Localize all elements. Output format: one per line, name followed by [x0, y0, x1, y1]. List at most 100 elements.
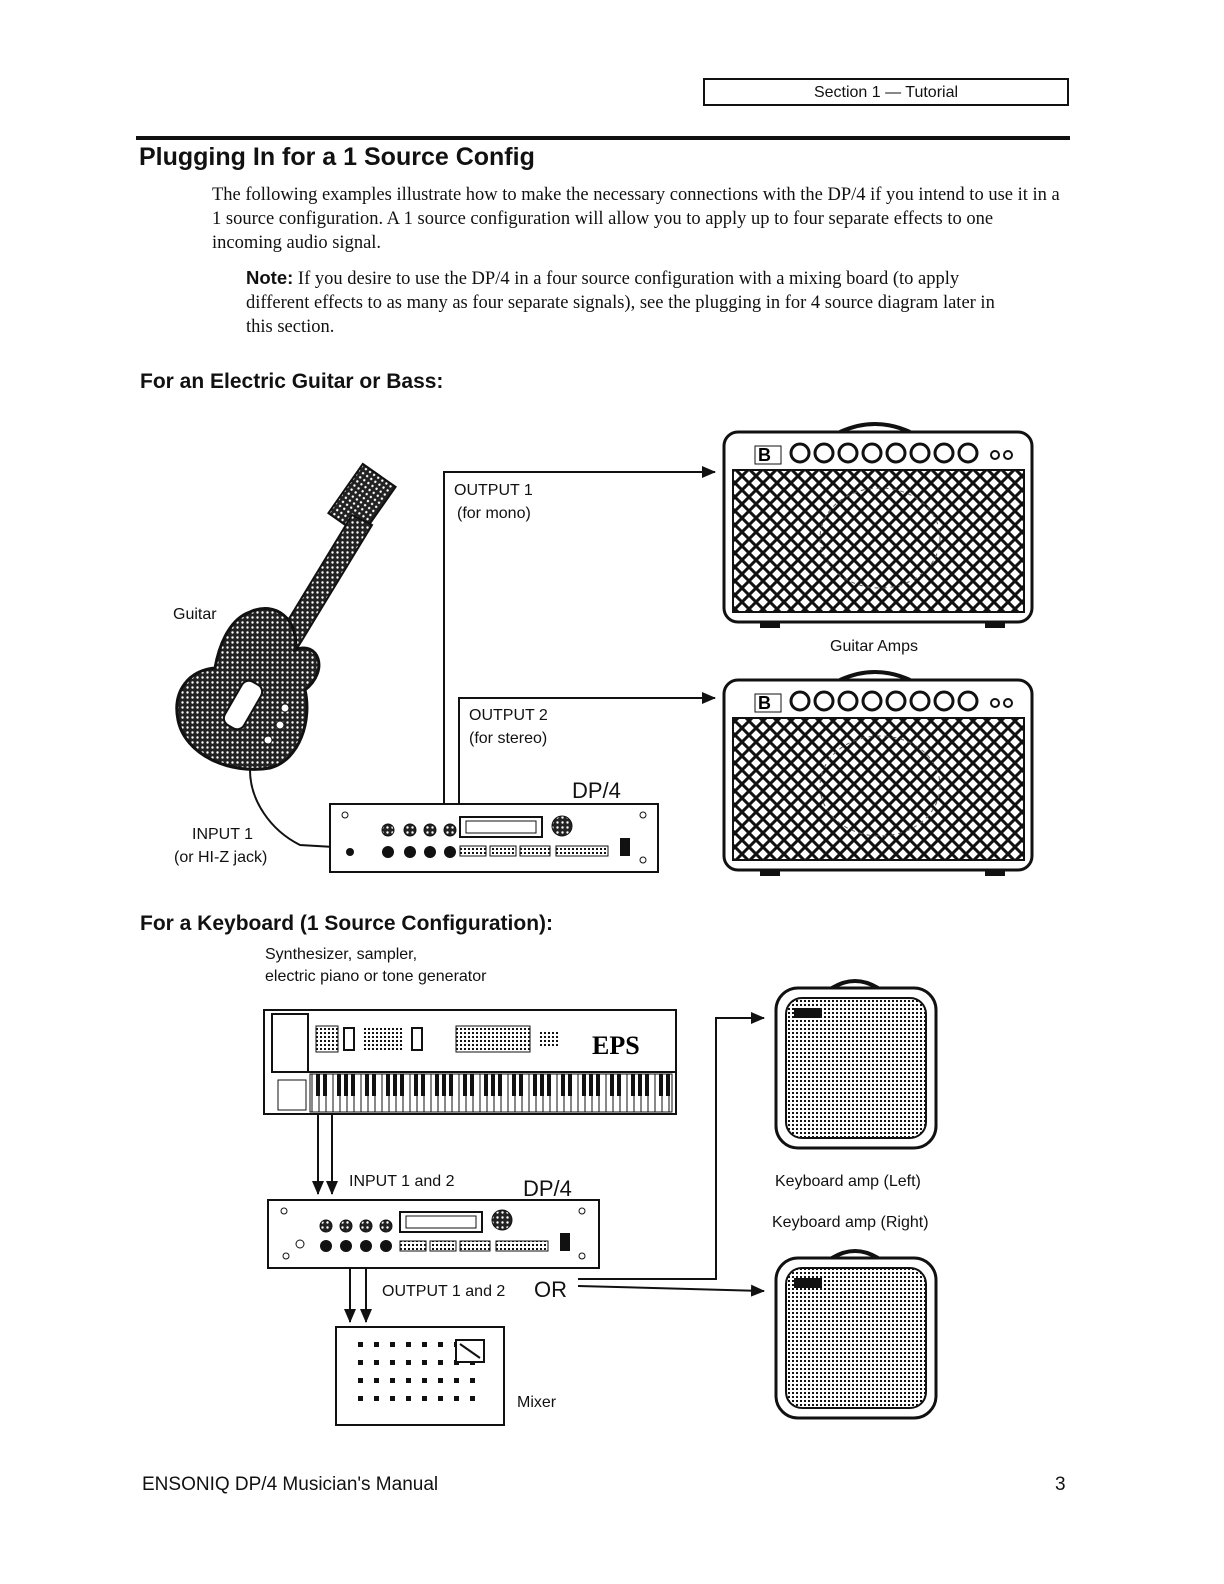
black-key: [337, 1074, 341, 1096]
mixer-fader: [422, 1342, 427, 1347]
input-cable: [249, 769, 335, 848]
black-key: [323, 1074, 327, 1096]
black-key: [589, 1074, 593, 1096]
inputs-label: INPUT 1 and 2: [349, 1173, 455, 1190]
mixer-illustration: [335, 1326, 505, 1426]
keyboard-keys: [311, 1074, 670, 1112]
mixer-fader: [358, 1396, 363, 1401]
section-label: Section 1 — Tutorial: [703, 78, 1069, 106]
mixer-fader: [390, 1360, 395, 1365]
note-paragraph: Note: If you desire to use the DP/4 in a…: [246, 266, 1016, 339]
output1-label: OUTPUT 1: [454, 482, 533, 499]
mixer-fader: [374, 1378, 379, 1383]
guitar-illustration: [175, 462, 397, 771]
black-key: [533, 1074, 537, 1096]
black-key: [512, 1074, 516, 1096]
mixer-fader: [374, 1396, 379, 1401]
footer-manual-title: ENSONIQ DP/4 Musician's Manual: [142, 1474, 439, 1495]
black-key: [484, 1074, 488, 1096]
black-key: [498, 1074, 502, 1096]
mixer-fader: [358, 1360, 363, 1365]
output1-cable: [443, 466, 716, 804]
mixer-label: Mixer: [517, 1394, 557, 1411]
black-key: [561, 1074, 565, 1096]
black-key: [421, 1074, 425, 1096]
black-key: [540, 1074, 544, 1096]
output-to-left-amp: [578, 1012, 765, 1280]
black-key: [442, 1074, 446, 1096]
keyboard-amp-right: [774, 1249, 938, 1420]
output2-cable: [458, 692, 716, 804]
black-key: [631, 1074, 635, 1096]
synth-label-line1: Synthesizer, sampler,: [265, 946, 418, 963]
mixer-fader: [390, 1378, 395, 1383]
black-key: [351, 1074, 355, 1096]
mixer-fader: [406, 1396, 411, 1401]
mixer-fader: [454, 1378, 459, 1383]
page-title: Plugging In for a 1 Source Config: [139, 143, 535, 171]
guitar-amps-label: Guitar Amps: [830, 638, 919, 655]
keyboard-illustration: EPS: [263, 1009, 677, 1115]
black-key: [638, 1074, 642, 1096]
output-to-right-amp: [577, 1284, 765, 1297]
black-key: [316, 1074, 320, 1096]
guitar-label: Guitar: [173, 606, 217, 623]
keyboard-heading: For a Keyboard (1 Source Configuration):: [140, 912, 554, 935]
mixer-fader: [438, 1396, 443, 1401]
black-key: [596, 1074, 600, 1096]
svg-text:B: B: [758, 445, 771, 465]
black-key: [400, 1074, 404, 1096]
mixer-fader: [454, 1396, 459, 1401]
guitar-amp-top: B: [722, 422, 1034, 628]
black-key: [568, 1074, 572, 1096]
note-label: Note:: [246, 267, 294, 288]
mixer-fader: [390, 1396, 395, 1401]
output2-sub-label: (for stereo): [469, 730, 548, 747]
mixer-fader: [358, 1342, 363, 1347]
keyboard-logo: EPS: [592, 1031, 640, 1060]
mixer-fader: [374, 1360, 379, 1365]
black-key: [463, 1074, 467, 1096]
black-key: [645, 1074, 649, 1096]
dp4-unit-guitar: [329, 803, 659, 873]
mixer-fader: [422, 1396, 427, 1401]
black-key: [617, 1074, 621, 1096]
or-label: OR: [534, 1277, 567, 1302]
black-key: [372, 1074, 376, 1096]
black-key: [582, 1074, 586, 1096]
mixer-fader: [422, 1378, 427, 1383]
black-key: [344, 1074, 348, 1096]
black-key: [519, 1074, 523, 1096]
black-key: [365, 1074, 369, 1096]
black-key: [547, 1074, 551, 1096]
black-key: [470, 1074, 474, 1096]
intro-paragraph: The following examples illustrate how to…: [212, 185, 1060, 253]
synth-label-line2: electric piano or tone generator: [265, 968, 487, 985]
keyboard-amp-left-label: Keyboard amp (Left): [775, 1173, 921, 1190]
mixer-fader: [374, 1342, 379, 1347]
guitar-heading: For an Electric Guitar or Bass:: [140, 370, 444, 393]
black-key: [435, 1074, 439, 1096]
black-key: [491, 1074, 495, 1096]
outputs-label: OUTPUT 1 and 2: [382, 1283, 506, 1300]
black-key: [449, 1074, 453, 1096]
mixer-fader: [390, 1342, 395, 1347]
output2-label: OUTPUT 2: [469, 707, 548, 724]
input1-label: INPUT 1: [192, 826, 254, 843]
page-number: 3: [1055, 1474, 1066, 1495]
black-key: [666, 1074, 670, 1096]
mixer-fader: [438, 1378, 443, 1383]
svg-text:B: B: [758, 693, 771, 713]
mixer-fader: [406, 1342, 411, 1347]
mixer-fader: [422, 1360, 427, 1365]
mixer-fader: [438, 1342, 443, 1347]
input1-sub-label: (or HI-Z jack): [174, 849, 268, 866]
black-key: [610, 1074, 614, 1096]
black-key: [393, 1074, 397, 1096]
mixer-fader: [470, 1378, 475, 1383]
mixer-fader: [406, 1378, 411, 1383]
header-rule: [136, 136, 1070, 140]
dp4-unit-keyboard: [267, 1199, 600, 1269]
black-key: [386, 1074, 390, 1096]
